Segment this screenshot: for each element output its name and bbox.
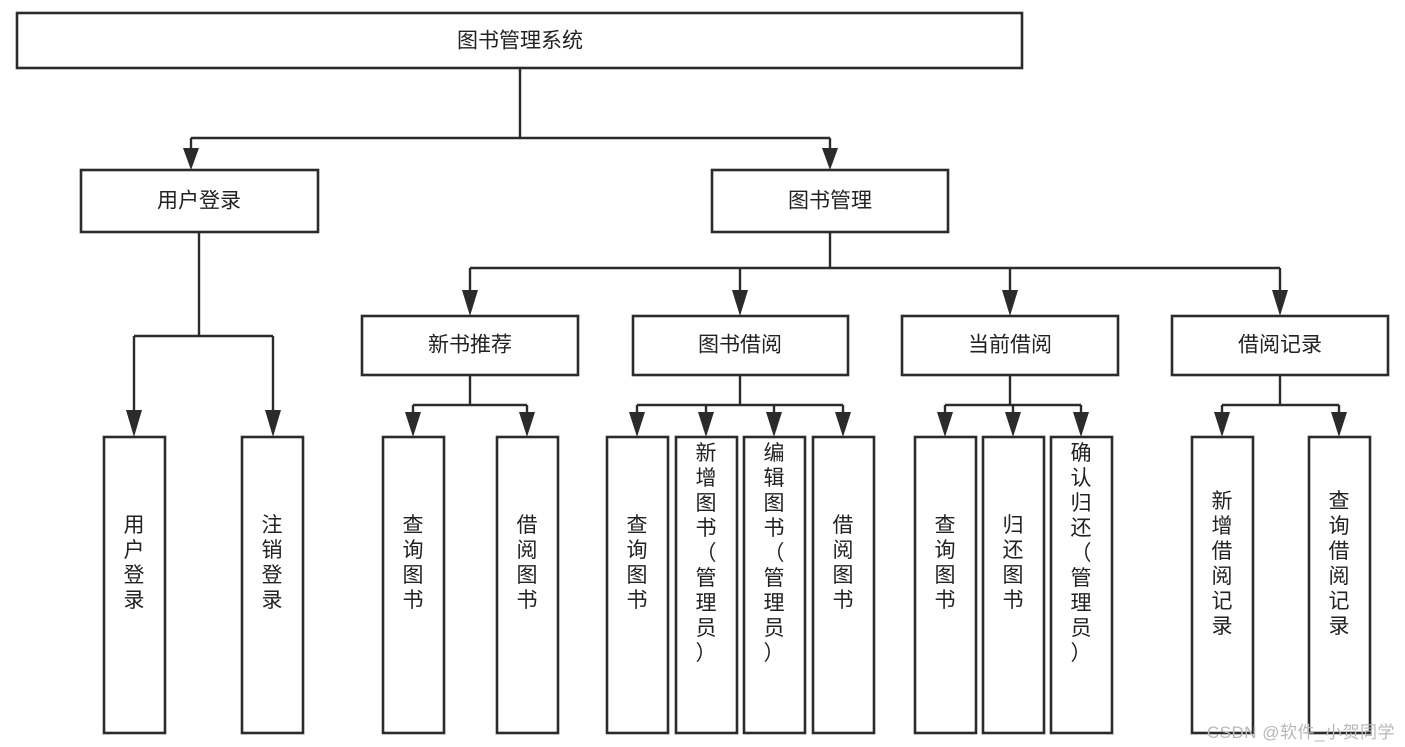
leaf-current-borrow-1-label: 查询图书	[935, 514, 956, 612]
leaf-book-borrow-2-box[interactable]	[674, 435, 739, 735]
node-borrow-record-label: 借阅记录	[1238, 334, 1322, 357]
node-user-login-box[interactable]	[79, 168, 320, 234]
arrow-head-current-borrow-leaf-3	[1073, 412, 1089, 437]
leaf-borrow-record-1-label: 新增借阅记录	[1212, 490, 1233, 638]
arrow-head-current-borrow-leaf-2	[1005, 412, 1021, 437]
node-root-label: 图书管理系统	[457, 30, 583, 53]
arrow-head-new-book-leaf-2	[519, 412, 535, 437]
leaf-current-borrow-1[interactable]: 查询图书	[913, 435, 978, 735]
leaf-new-book-1-label: 查询图书	[403, 514, 424, 612]
connector-layer	[126, 68, 1347, 437]
arrow-head-user-login-leaf-2	[265, 410, 281, 437]
node-current-borrow[interactable]: 当前借阅	[900, 314, 1120, 377]
leaf-book-borrow-4-label: 借阅图书	[833, 514, 854, 612]
node-user-login-label: 用户登录	[157, 190, 241, 213]
node-book-management[interactable]: 图书管理	[710, 168, 950, 234]
leaf-book-borrow-3-box[interactable]	[742, 435, 807, 735]
node-current-borrow-box[interactable]	[900, 314, 1120, 377]
node-new-book-recommend-box[interactable]	[360, 314, 580, 377]
arrow-head-book-mgmt	[822, 148, 838, 170]
leaf-book-borrow-3[interactable]: 编辑图书（管理员）	[742, 435, 807, 735]
arrow-head-borrow-record	[1272, 290, 1288, 316]
arrow-head-book-borrow-leaf-3	[766, 412, 782, 437]
leaf-borrow-record-1-box[interactable]	[1190, 435, 1255, 735]
node-book-borrow-box[interactable]	[631, 314, 850, 377]
leaf-current-borrow-1-box[interactable]	[913, 435, 978, 735]
arrow-head-book-borrow	[732, 290, 748, 316]
leaf-borrow-record-2-box[interactable]	[1307, 435, 1372, 735]
leaf-new-book-2-label: 借阅图书	[517, 514, 538, 612]
node-root[interactable]: 图书管理系统	[15, 11, 1024, 70]
arrow-head-book-borrow-leaf-4	[835, 412, 851, 437]
arrow-head-book-borrow-leaf-1	[629, 412, 645, 437]
arrow-head-new-book	[462, 290, 478, 316]
leaf-new-book-2[interactable]: 借阅图书	[495, 435, 560, 735]
node-new-book-recommend[interactable]: 新书推荐	[360, 314, 580, 377]
node-current-borrow-label: 当前借阅	[968, 334, 1052, 357]
node-new-book-recommend-label: 新书推荐	[428, 334, 512, 357]
node-book-management-box[interactable]	[710, 168, 950, 234]
leaf-book-borrow-4[interactable]: 借阅图书	[811, 435, 876, 735]
leaf-user-login-1-label: 用户登录	[124, 514, 145, 612]
node-book-borrow[interactable]: 图书借阅	[631, 314, 850, 377]
arrow-head-borrow-record-leaf-2	[1331, 412, 1347, 437]
arrow-head-borrow-record-leaf-1	[1214, 412, 1230, 437]
arrow-head-new-book-leaf-1	[405, 412, 421, 437]
leaf-new-book-1[interactable]: 查询图书	[381, 435, 446, 735]
leaf-borrow-record-2[interactable]: 查询借阅记录	[1307, 435, 1372, 735]
leaf-current-borrow-2-box[interactable]	[981, 435, 1046, 735]
leaf-current-borrow-3-box[interactable]	[1049, 435, 1114, 735]
leaf-new-book-1-box[interactable]	[381, 435, 446, 735]
node-book-management-label: 图书管理	[788, 190, 872, 213]
leaf-new-book-2-box[interactable]	[495, 435, 560, 735]
leaf-current-borrow-2[interactable]: 归还图书	[981, 435, 1046, 735]
leaf-book-borrow-1-label: 查询图书	[627, 514, 648, 612]
node-borrow-record-box[interactable]	[1170, 314, 1390, 377]
leaf-user-login-2-box[interactable]	[240, 435, 305, 735]
leaf-borrow-record-2-label: 查询借阅记录	[1329, 490, 1350, 638]
leaf-current-borrow-2-label: 归还图书	[1003, 514, 1024, 612]
leaf-user-login-1[interactable]: 用户登录	[102, 435, 167, 735]
node-borrow-record[interactable]: 借阅记录	[1170, 314, 1390, 377]
leaf-book-borrow-1[interactable]: 查询图书	[605, 435, 670, 735]
arrow-head-book-borrow-leaf-2	[698, 412, 714, 437]
leaf-book-borrow-2-label: 新增图书（管理员）	[696, 442, 717, 665]
leaf-current-borrow-3-label: 确认归还（管理员）	[1071, 442, 1092, 665]
leaf-user-login-2[interactable]: 注销登录	[240, 435, 305, 735]
leaf-book-borrow-2[interactable]: 新增图书（管理员）	[674, 435, 739, 735]
leaf-borrow-record-1[interactable]: 新增借阅记录	[1190, 435, 1255, 735]
arrow-head-user-login	[183, 148, 199, 170]
leaf-current-borrow-3[interactable]: 确认归还（管理员）	[1049, 435, 1114, 735]
leaf-user-login-1-box[interactable]	[102, 435, 167, 735]
arrow-head-current-borrow-leaf-1	[937, 412, 953, 437]
node-book-borrow-label: 图书借阅	[698, 334, 782, 357]
node-root-box[interactable]	[15, 11, 1024, 70]
node-user-login[interactable]: 用户登录	[79, 168, 320, 234]
leaf-user-login-2-label: 注销登录	[262, 514, 283, 612]
leaf-book-borrow-3-label: 编辑图书（管理员）	[764, 442, 785, 665]
arrow-head-user-login-leaf-1	[126, 410, 142, 437]
leaf-book-borrow-1-box[interactable]	[605, 435, 670, 735]
arrow-head-current-borrow	[1002, 290, 1018, 316]
leaf-book-borrow-4-box[interactable]	[811, 435, 876, 735]
